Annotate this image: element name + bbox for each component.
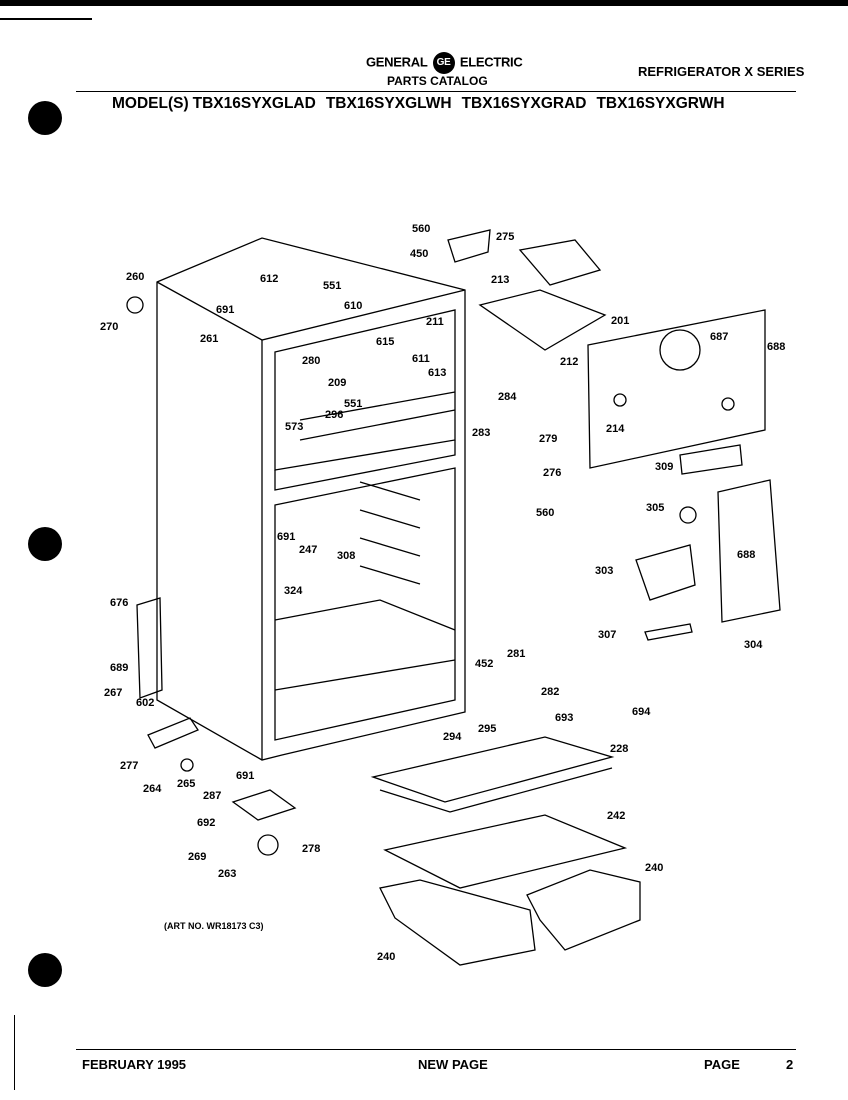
part-callout-691: 691: [277, 531, 295, 543]
part-callout-295: 295: [478, 723, 496, 735]
model-list: MODEL(S)TBX16SYXGLAD TBX16SYXGLWH TBX16SYX…: [112, 95, 735, 113]
part-callout-602: 602: [136, 697, 154, 709]
part-callout-612: 612: [260, 273, 278, 285]
brand-left: GENERAL: [366, 54, 428, 70]
part-callout-265: 265: [177, 778, 195, 790]
part-callout-613: 613: [428, 367, 446, 379]
part-callout-689: 689: [110, 662, 128, 674]
part-callout-279: 279: [539, 433, 557, 445]
part-callout-228: 228: [610, 743, 628, 755]
part-callout-214: 214: [606, 423, 625, 435]
part-callout-694: 694: [632, 706, 651, 718]
part-callout-307: 307: [598, 629, 616, 641]
part-callout-267: 267: [104, 687, 122, 699]
footer-page-label: PAGE: [704, 1057, 740, 1072]
part-callout-263: 263: [218, 868, 236, 880]
binder-hole: [28, 101, 62, 135]
part-callout-269: 269: [188, 851, 206, 863]
part-callout-209: 209: [328, 377, 346, 389]
ge-monogram-icon: GE: [432, 52, 455, 74]
part-callout-551: 551: [323, 280, 341, 292]
part-callout-691: 691: [236, 770, 254, 782]
part-callout-212: 212: [560, 356, 578, 368]
part-callout-277: 277: [120, 760, 138, 772]
part-callout-687: 687: [710, 331, 728, 343]
part-callout-280: 280: [302, 355, 320, 367]
model-number: TBX16SYXGLAD: [192, 95, 316, 112]
part-callout-240: 240: [645, 862, 663, 874]
part-callout-283: 283: [472, 427, 490, 439]
part-callout-688: 688: [767, 341, 785, 353]
part-callout-276: 276: [543, 467, 561, 479]
part-callout-560: 560: [536, 507, 554, 519]
part-callout-294: 294: [443, 731, 462, 743]
model-number: TBX16SYXGLWH: [325, 95, 452, 112]
footer-page-number: 2: [786, 1057, 794, 1072]
binder-hole: [28, 953, 62, 987]
part-callout-676: 676: [110, 597, 128, 609]
binder-hole: [28, 527, 62, 561]
brand-logo: GENERAL GE ELECTRIC: [366, 52, 523, 74]
part-callout-692: 692: [197, 817, 215, 829]
model-number: TBX16SYXGRAD: [461, 95, 587, 112]
footer-date: FEBRUARY 1995: [82, 1057, 187, 1072]
part-callout-281: 281: [507, 648, 525, 660]
part-callout-264: 264: [143, 783, 162, 795]
footer-rule: [76, 1049, 796, 1050]
part-callout-452: 452: [475, 658, 493, 670]
part-callout-324: 324: [284, 585, 303, 597]
part-callout-270: 270: [100, 321, 118, 333]
part-callout-213: 213: [491, 274, 509, 286]
part-callout-284: 284: [498, 391, 517, 403]
part-callout-275: 275: [496, 231, 514, 243]
model-number: TBX16SYXGRWH: [596, 95, 725, 112]
part-callout-573: 573: [285, 421, 303, 433]
catalog-title: PARTS CATALOG: [387, 74, 488, 88]
part-callout-211: 211: [426, 316, 444, 328]
top-border: [0, 0, 848, 6]
part-callout-303: 303: [595, 565, 613, 577]
part-callout-304: 304: [744, 639, 763, 651]
art-number: (ART NO. WR18173 C3): [164, 921, 264, 931]
part-callout-688: 688: [737, 549, 755, 561]
part-callout-308: 308: [337, 550, 355, 562]
part-callout-282: 282: [541, 686, 559, 698]
footer-note: NEW PAGE: [418, 1057, 488, 1072]
part-callout-693: 693: [555, 712, 573, 724]
brand-right: ELECTRIC: [459, 54, 523, 70]
part-callout-201: 201: [611, 315, 629, 327]
part-callout-240: 240: [377, 951, 395, 963]
header-rule: [76, 91, 796, 92]
part-callout-610: 610: [344, 300, 362, 312]
part-callout-450: 450: [410, 248, 428, 260]
part-callout-260: 260: [126, 271, 144, 283]
part-callout-560: 560: [412, 223, 430, 235]
models-prefix: MODEL(S): [112, 95, 189, 112]
part-callout-261: 261: [200, 333, 218, 345]
part-callout-247: 247: [299, 544, 317, 556]
part-callout-305: 305: [646, 502, 664, 514]
margin-line: [14, 1015, 15, 1090]
part-callout-278: 278: [302, 843, 320, 855]
part-callout-287: 287: [203, 790, 221, 802]
series-title: REFRIGERATOR X SERIES: [638, 64, 805, 79]
part-callout-691: 691: [216, 304, 234, 316]
callout-labels: 560 275 450 213 260 612 551 270 691 610 211 261 615 2…: [100, 223, 785, 963]
part-callout-296: 296: [325, 409, 343, 421]
part-callout-611: 611: [412, 353, 430, 365]
part-callout-309: 309: [655, 461, 673, 473]
part-callout-615: 615: [376, 336, 394, 348]
part-callout-242: 242: [607, 810, 625, 822]
cabinet-drawing: [126, 229, 781, 966]
corner-dash: [0, 18, 92, 20]
part-callout-551: 551: [344, 398, 362, 410]
